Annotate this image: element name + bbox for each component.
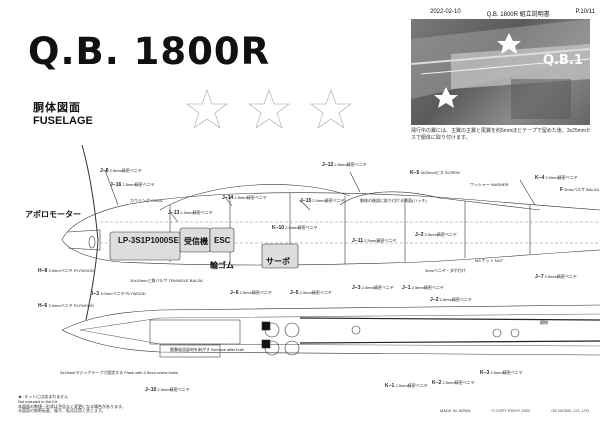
- note-steel: 鋼線: [540, 320, 548, 325]
- motor-label: アポロモーター: [25, 210, 81, 219]
- part-k2: K−2 2.5mm精密ベニヤ: [432, 380, 475, 386]
- photo-logo: Q.B.1: [543, 53, 583, 68]
- part-k3: K−3 2.5mm精密ベニヤ: [480, 370, 523, 376]
- part-k4: K−4 2.5mm精密ベニヤ: [535, 175, 578, 181]
- footnote: ★ :キットには含まれません Not included in the Kit 本…: [18, 394, 126, 409]
- note-hatch: 胴体の後部に取り付ける側面(ハッチ): [360, 198, 427, 203]
- footer-copy: © COPY RIGHT 2022: [491, 408, 531, 413]
- header-meta: 2022-02-10 Q.B. 1800R 組立説明書 P.10/11: [430, 9, 595, 18]
- photo-caption: 飛行中の翼には、主翼の主翼と尾翼を約5mmほどテープで留めた後、3x25mmビス…: [411, 128, 591, 141]
- part-j6: J−6 2.5mm精密ベニヤ: [230, 290, 272, 296]
- part-k5: K−5 3x20mmビス SCREW: [410, 170, 460, 176]
- part-k1: K−1 2.5mm精密ベニヤ: [385, 383, 428, 389]
- note-cowl: カウリング COWL: [130, 198, 164, 203]
- note-tri: 10x10mm三角バルサ TRIANGLE BALSA: [130, 278, 203, 283]
- part-i3: I−3 3.0mmベニヤ PLYWOOD: [92, 291, 146, 297]
- assembly-photo: Q.B.1: [411, 19, 590, 125]
- part-j14: J−14 2.5mm精密ベニヤ: [222, 195, 267, 201]
- servo-box: [261, 243, 299, 269]
- note-velcro: 3x15mmマジックテープで固定する Plank with 3.5mm scre…: [60, 370, 179, 375]
- esc-box: [209, 227, 235, 253]
- header-page: P.10/11: [575, 9, 595, 15]
- part-j3: J−3 2.5mm精密ベニヤ: [352, 285, 394, 291]
- part-j16: J−16 2.5mm精密ベニヤ: [110, 182, 155, 188]
- header-doc-title: Q.B. 1800R 組立説明書: [486, 12, 550, 18]
- note-washer: ワッシャー WASHER: [470, 182, 509, 187]
- part-j7: J−7 2.5mm精密ベニヤ: [535, 274, 577, 280]
- footnote-line1: ★ :キットには含まれません: [18, 394, 69, 399]
- footer-company: OK MODEL CO.,LTD.: [551, 408, 590, 413]
- part-j2b: J−2 2.5mm精密ベニヤ: [430, 297, 472, 303]
- main-title: Q.B. 1800R: [28, 30, 271, 73]
- star-icon: [247, 88, 291, 130]
- note-remove: 衝撃吸収部材を剥がす Remove after built: [170, 347, 244, 352]
- part-j11: J−11 2.5mm精密ベニヤ: [352, 238, 397, 244]
- part-j10: J−10 2.5mm精密ベニヤ: [145, 387, 190, 393]
- footer-copyright-note: 本図面の無断転載、複写、転用は固く禁じます。: [18, 408, 106, 413]
- footnote-line2: Not included in the Kit: [18, 399, 57, 404]
- footer-made: MADE IN JAPAN: [440, 408, 471, 413]
- battery-label: LP-3S1P1000SE: [118, 236, 179, 245]
- header-date: 2022-02-10: [430, 9, 461, 15]
- star-icon: [434, 87, 458, 108]
- receiver-label: 受信機: [184, 237, 208, 246]
- note-nut: M3 ナット NUT: [475, 258, 503, 263]
- decorative-stars: [185, 88, 353, 130]
- part-f: F 3mmバルサ BALSA: [560, 187, 600, 193]
- footer-right: MADE IN JAPAN © COPY RIGHT 2022 OK MODEL…: [440, 408, 590, 413]
- part-j5: J−5 2.5mm精密ベニヤ: [290, 290, 332, 296]
- part-j13: J−13 2.0mm精密ベニヤ: [168, 210, 213, 216]
- rubber-band-label: 輪ゴム: [210, 261, 234, 270]
- footnote-line3: 本図面の数値・形状は予告なく変更になる場合があります。: [18, 404, 126, 409]
- part-h6: H−6 3.0mmベニヤ PLYWOOD: [38, 303, 94, 309]
- section-title-jp: 胴体図面: [33, 102, 81, 114]
- servo-mark: [261, 321, 271, 331]
- esc-label: ESC: [214, 236, 231, 245]
- note-plate: 3mmベニヤ・ダボ付け: [425, 268, 466, 273]
- part-h8: H−8 3.0mmベニヤ PLYWOOD: [38, 268, 94, 274]
- servo-label: サーボ: [266, 257, 290, 266]
- part-j12: J−12 2.5mm精密ベニヤ: [322, 162, 367, 168]
- part-j2a: J−2 2.5mm精密ベニヤ: [415, 232, 457, 238]
- section-title-en: FUSELAGE: [33, 115, 93, 127]
- star-icon: [497, 33, 521, 54]
- star-icon: [185, 88, 229, 130]
- part-j15: J−15 2.0mm精密ベニヤ: [300, 198, 345, 204]
- part-j8: J−8 2.5mm精密ベニヤ: [100, 168, 142, 174]
- star-icon: [309, 88, 353, 130]
- part-k10: K−10 2.5mm精密ベニヤ: [272, 225, 318, 231]
- part-j1: J−1 2.5mm精密ベニヤ: [402, 285, 444, 291]
